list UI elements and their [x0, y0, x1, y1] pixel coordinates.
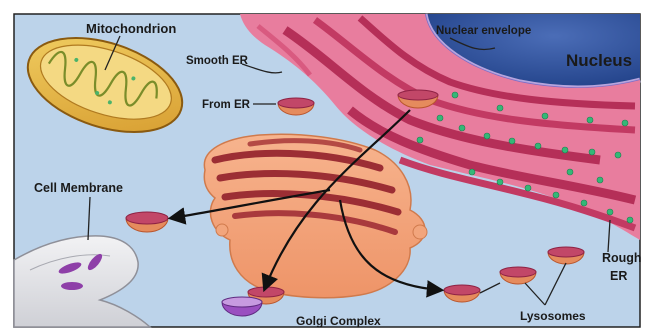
label-rough-er-line1: Rough: [602, 251, 642, 265]
label-rough-er-line2: ER: [610, 269, 627, 283]
label-nucleus: Nucleus: [566, 51, 632, 70]
label-nuclear-envelope: Nuclear envelope: [436, 25, 531, 37]
label-from-er: From ER: [202, 99, 251, 111]
label-cell-membrane: Cell Membrane: [34, 181, 123, 195]
label-smooth-er: Smooth ER: [186, 55, 249, 67]
label-mitochondrion: Mitochondrion: [86, 21, 176, 36]
label-lysosomes: Lysosomes: [520, 309, 586, 323]
cell-membrane: [14, 236, 150, 327]
label-golgi-complex: Golgi Complex: [296, 314, 381, 328]
